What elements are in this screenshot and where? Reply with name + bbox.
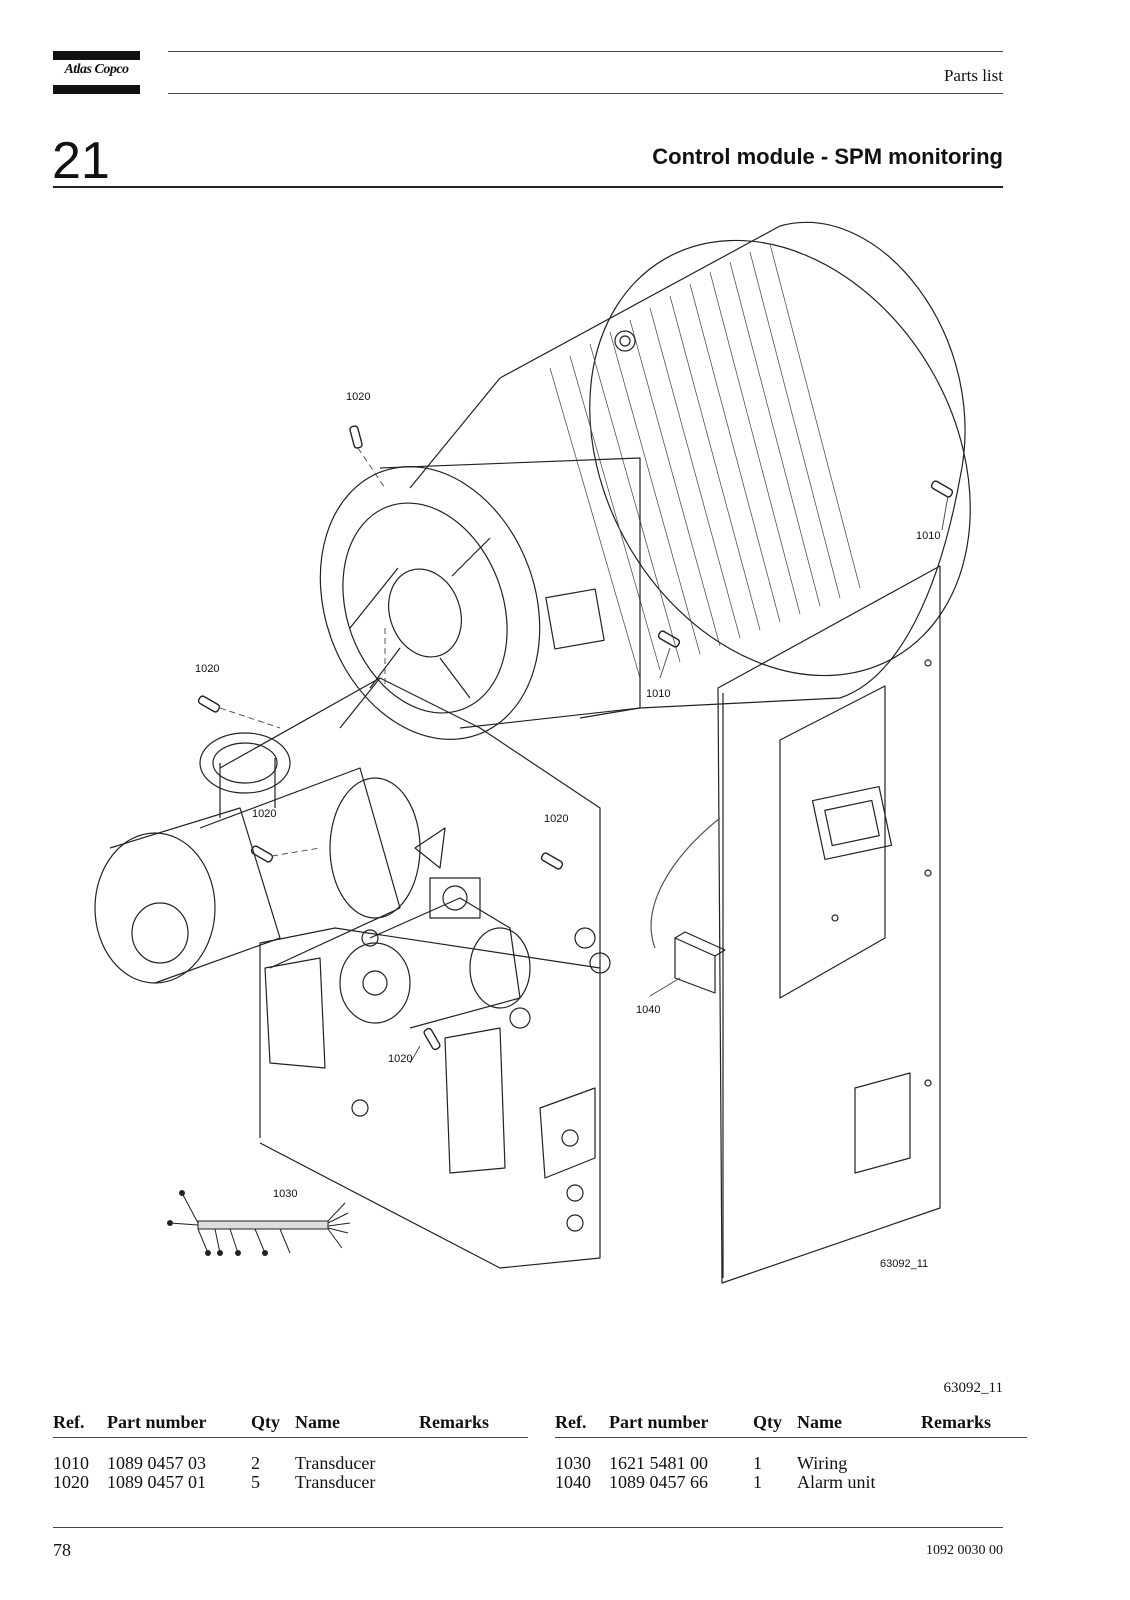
col-qty: Qty: [753, 1412, 797, 1438]
col-name: Name: [295, 1412, 419, 1438]
logo-bar-top: [53, 51, 140, 60]
table-row: 1040 1089 0457 66 1 Alarm unit: [555, 1473, 1027, 1492]
leader-lines: [219, 447, 386, 857]
motor-drawing: [319, 221, 971, 740]
callout-1010-right: 1010: [916, 530, 941, 542]
cell-part-number: 1089 0457 66: [609, 1472, 708, 1492]
gearbox-drawing: [94, 677, 611, 1269]
logo-bar-bottom: [53, 85, 140, 94]
col-ref: Ref.: [53, 1412, 107, 1438]
cell-qty: 5: [251, 1472, 260, 1492]
cell-ref: 1040: [555, 1472, 591, 1492]
cell-part-number: 1089 0457 03: [107, 1453, 206, 1473]
table-row: 1030 1621 5481 00 1 Wiring: [555, 1438, 1027, 1474]
document-number: 1092 0030 00: [926, 1543, 1003, 1558]
col-ref: Ref.: [555, 1412, 609, 1438]
atlas-copco-logo: Atlas Copco: [53, 51, 140, 94]
footer-rule: [53, 1527, 1003, 1528]
header-label: Parts list: [943, 66, 1003, 85]
cell-qty: 1: [753, 1453, 762, 1473]
figure-caption: 63092_11: [943, 1380, 1003, 1396]
parts-table-left: Ref. Part number Qty Name Remarks 1010 1…: [53, 1412, 528, 1492]
cell-ref: 1010: [53, 1453, 89, 1473]
section-title: Control module - SPM monitoring: [652, 144, 1003, 169]
cell-name: Alarm unit: [797, 1472, 876, 1492]
cell-part-number: 1621 5481 00: [609, 1453, 708, 1473]
col-part-number: Part number: [107, 1412, 251, 1438]
title-rule: [53, 186, 1003, 188]
cell-name: Transducer: [295, 1472, 376, 1492]
drawing-id-label: 63092_11: [880, 1258, 929, 1270]
cabinet-door-drawing: [650, 565, 941, 1284]
cell-remarks: [921, 1473, 1027, 1492]
cell-remarks: [921, 1438, 1027, 1474]
parts-table-right: Ref. Part number Qty Name Remarks 1030 1…: [555, 1412, 1027, 1492]
callout-1040: 1040: [636, 1004, 661, 1016]
callout-1020-top: 1020: [346, 391, 371, 403]
cell-remarks: [419, 1473, 528, 1492]
callout-1020-bottom: 1020: [388, 1053, 413, 1065]
cell-name: Wiring: [797, 1453, 848, 1473]
wiring-harness-drawing: [167, 1190, 351, 1256]
header-rule-top: [168, 51, 1003, 52]
header-rule-bottom: [168, 93, 1003, 94]
col-remarks: Remarks: [419, 1412, 528, 1438]
cell-name: Transducer: [295, 1453, 376, 1473]
table-row: 1020 1089 0457 01 5 Transducer: [53, 1473, 528, 1492]
callout-1020-element: 1020: [252, 808, 277, 820]
exploded-view-drawing: 1020 1010 1010 1020 1020 1020 1020 1040 …: [80, 208, 985, 1318]
callout-1010-flange: 1010: [646, 688, 671, 700]
col-name: Name: [797, 1412, 921, 1438]
callout-leaders: [409, 495, 949, 1064]
callout-1020-left: 1020: [195, 663, 220, 675]
table-row: 1010 1089 0457 03 2 Transducer: [53, 1438, 528, 1474]
table-header-row: Ref. Part number Qty Name Remarks: [53, 1412, 528, 1438]
cell-qty: 2: [251, 1453, 260, 1473]
transducers-drawing: [197, 425, 954, 1051]
logo-wordmark: Atlas Copco: [64, 62, 129, 77]
cell-ref: 1030: [555, 1453, 591, 1473]
table-header-row: Ref. Part number Qty Name Remarks: [555, 1412, 1027, 1438]
callout-1020-gear: 1020: [544, 813, 569, 825]
chapter-number: 21: [52, 132, 110, 190]
cell-part-number: 1089 0457 01: [107, 1472, 206, 1492]
col-part-number: Part number: [609, 1412, 753, 1438]
page-number: 78: [53, 1540, 71, 1560]
cell-qty: 1: [753, 1472, 762, 1492]
cell-ref: 1020: [53, 1472, 89, 1492]
callout-1030: 1030: [273, 1188, 298, 1200]
col-remarks: Remarks: [921, 1412, 1027, 1438]
cell-remarks: [419, 1438, 528, 1474]
col-qty: Qty: [251, 1412, 295, 1438]
